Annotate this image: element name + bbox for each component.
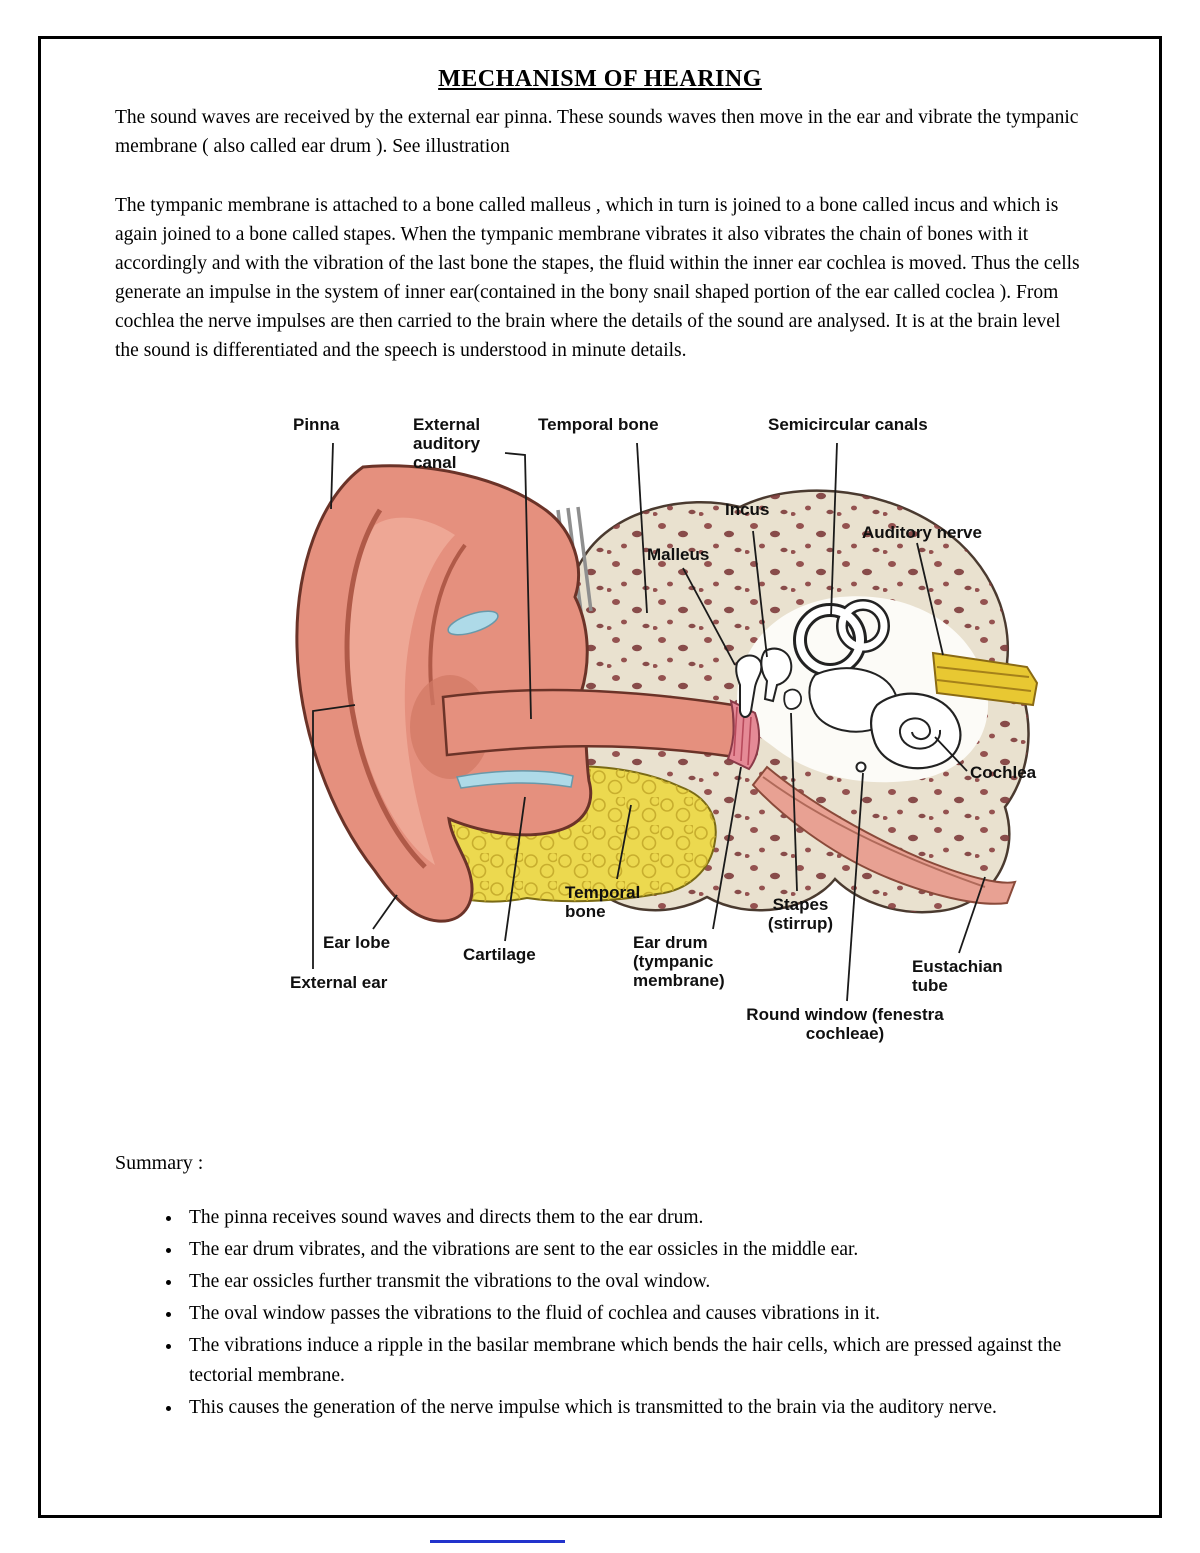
ear-canal-shape	[441, 688, 737, 759]
label-external-auditory-canal: External auditory canal	[413, 415, 481, 472]
label-ear-drum: Ear drum (tympanic membrane)	[633, 933, 725, 990]
label-stapes: Stapes (stirrup)	[767, 895, 834, 933]
label-eustachian-tube: Eustachian tube	[912, 957, 1003, 995]
summary-item: The ear drum vibrates, and the vibration…	[183, 1235, 1085, 1265]
label-temporal-bone-bottom: Temporal bone	[565, 883, 641, 921]
leader-lines	[312, 442, 986, 1002]
label-cochlea: Cochlea	[970, 763, 1037, 782]
label-external-ear: External ear	[290, 973, 388, 992]
label-semicircular-canals: Semicircular canals	[768, 415, 928, 434]
page-title: MECHANISM OF HEARING	[438, 66, 762, 92]
eustachian-tube-shape	[751, 765, 1017, 905]
label-auditory-nerve: Auditory nerve	[862, 523, 982, 542]
document-content: MECHANISM OF HEARING The sound waves are…	[115, 66, 1085, 1425]
summary-item: The ear ossicles further transmit the vi…	[183, 1267, 1085, 1297]
ear-diagram-art	[295, 442, 1039, 1002]
summary-item: The vibrations induce a ripple in the ba…	[183, 1331, 1085, 1391]
eardrum-shape	[726, 699, 761, 771]
label-incus: Incus	[725, 500, 770, 519]
footer-divider-line	[430, 1540, 565, 1543]
mechanism-paragraph: The tympanic membrane is attached to a b…	[115, 195, 1080, 361]
summary-item: This causes the generation of the nerve …	[183, 1393, 1085, 1423]
summary-item: The oval window passes the vibrations to…	[183, 1299, 1085, 1329]
round-window-shape	[855, 761, 867, 773]
label-pinna: Pinna	[293, 415, 340, 434]
summary-heading: Summary :	[115, 1152, 204, 1174]
label-malleus: Malleus	[647, 545, 710, 564]
summary-list: The pinna receives sound waves and direc…	[115, 1203, 1085, 1423]
auditory-nerve-shape	[931, 651, 1039, 707]
membrane-blue-shapes	[447, 610, 574, 789]
cochlea-shape	[870, 692, 962, 770]
label-temporal-bone-top: Temporal bone	[538, 415, 659, 434]
summary-item: The pinna receives sound waves and direc…	[183, 1203, 1085, 1233]
intro-paragraph: The sound waves are received by the exte…	[115, 107, 1079, 157]
label-ear-lobe: Ear lobe	[323, 933, 391, 952]
ear-diagram: Pinna External auditory canal Temporal b…	[285, 405, 1085, 1060]
ossicles-shape	[735, 647, 803, 718]
label-round-window: Round window (fenestra cochleae)	[746, 1005, 944, 1043]
label-cartilage: Cartilage	[463, 945, 536, 964]
page-border	[38, 36, 1162, 1518]
